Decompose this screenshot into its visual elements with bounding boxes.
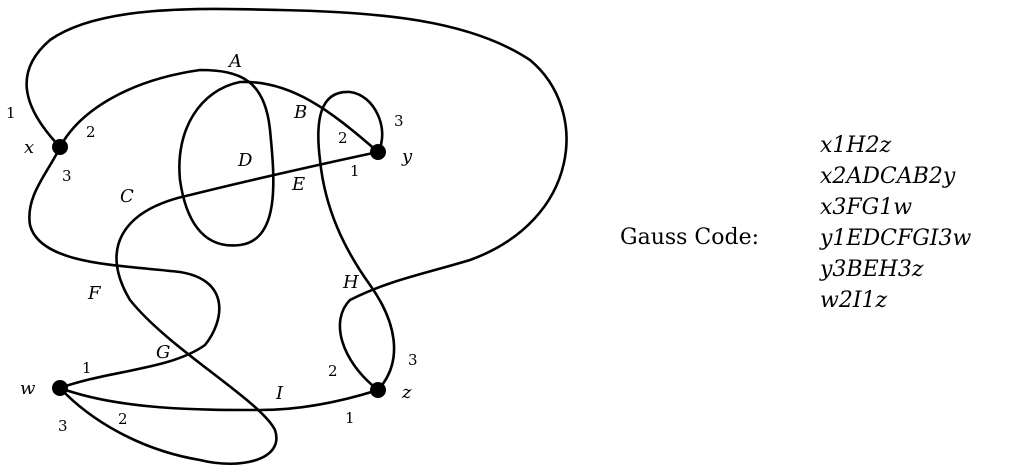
crossing-G: G: [156, 342, 170, 363]
port-w-1: 1: [82, 359, 92, 377]
port-w-3: 3: [58, 417, 68, 435]
vertex-y-label: y: [401, 146, 413, 167]
vertex-dots: [52, 139, 386, 398]
vertex-z-label: z: [401, 382, 412, 403]
port-x-1: 1: [6, 104, 16, 122]
gauss-code-line: x2ADCAB2y: [820, 164, 956, 189]
crossing-E: E: [291, 174, 305, 195]
vertex-x-label: x: [24, 137, 34, 158]
vertex-z-dot: [370, 382, 386, 398]
edge-x3-w: [28, 145, 221, 390]
port-z-2: 2: [328, 362, 338, 380]
vertex-y-dot: [370, 144, 386, 160]
port-z-1: 1: [345, 409, 355, 427]
gauss-code-list: x1H2z x2ADCAB2y x3FG1w y1EDCFGI3w y3BEH3…: [820, 130, 971, 316]
port-w-2: 2: [118, 410, 128, 428]
vertex-w-label: w: [20, 378, 36, 399]
edges: [25, 7, 568, 466]
crossing-B: B: [293, 102, 307, 123]
edge-y3-z: [317, 90, 396, 392]
port-x-3: 3: [62, 167, 72, 185]
port-y-2: 2: [338, 129, 348, 147]
gauss-code-line: x3FG1w: [820, 195, 913, 220]
edge-w2-z: [58, 386, 380, 412]
gauss-code-line: y3BEH3z: [820, 257, 924, 282]
gauss-code-label: Gauss Code:: [620, 225, 760, 250]
vertex-x-dot: [52, 139, 68, 155]
gauss-code-line: x1H2z: [820, 133, 892, 158]
crossing-C: C: [120, 186, 134, 207]
port-z-3: 3: [408, 351, 418, 369]
crossing-I: I: [275, 383, 284, 404]
edge-x1-z: [25, 7, 568, 392]
crossing-H: H: [342, 272, 359, 293]
port-y-3: 3: [394, 112, 404, 130]
port-y-1: 1: [350, 162, 360, 180]
gauss-code-line: y1EDCFGI3w: [820, 226, 972, 251]
crossing-F: F: [87, 283, 102, 304]
port-x-2: 2: [86, 123, 96, 141]
crossing-D: D: [237, 150, 253, 171]
edge-x2-y: [58, 68, 380, 247]
crossing-A: A: [227, 51, 242, 72]
gauss-code-line: w2I1z: [820, 288, 888, 313]
vertex-w-dot: [52, 380, 68, 396]
edge-y1-w: [58, 150, 380, 466]
